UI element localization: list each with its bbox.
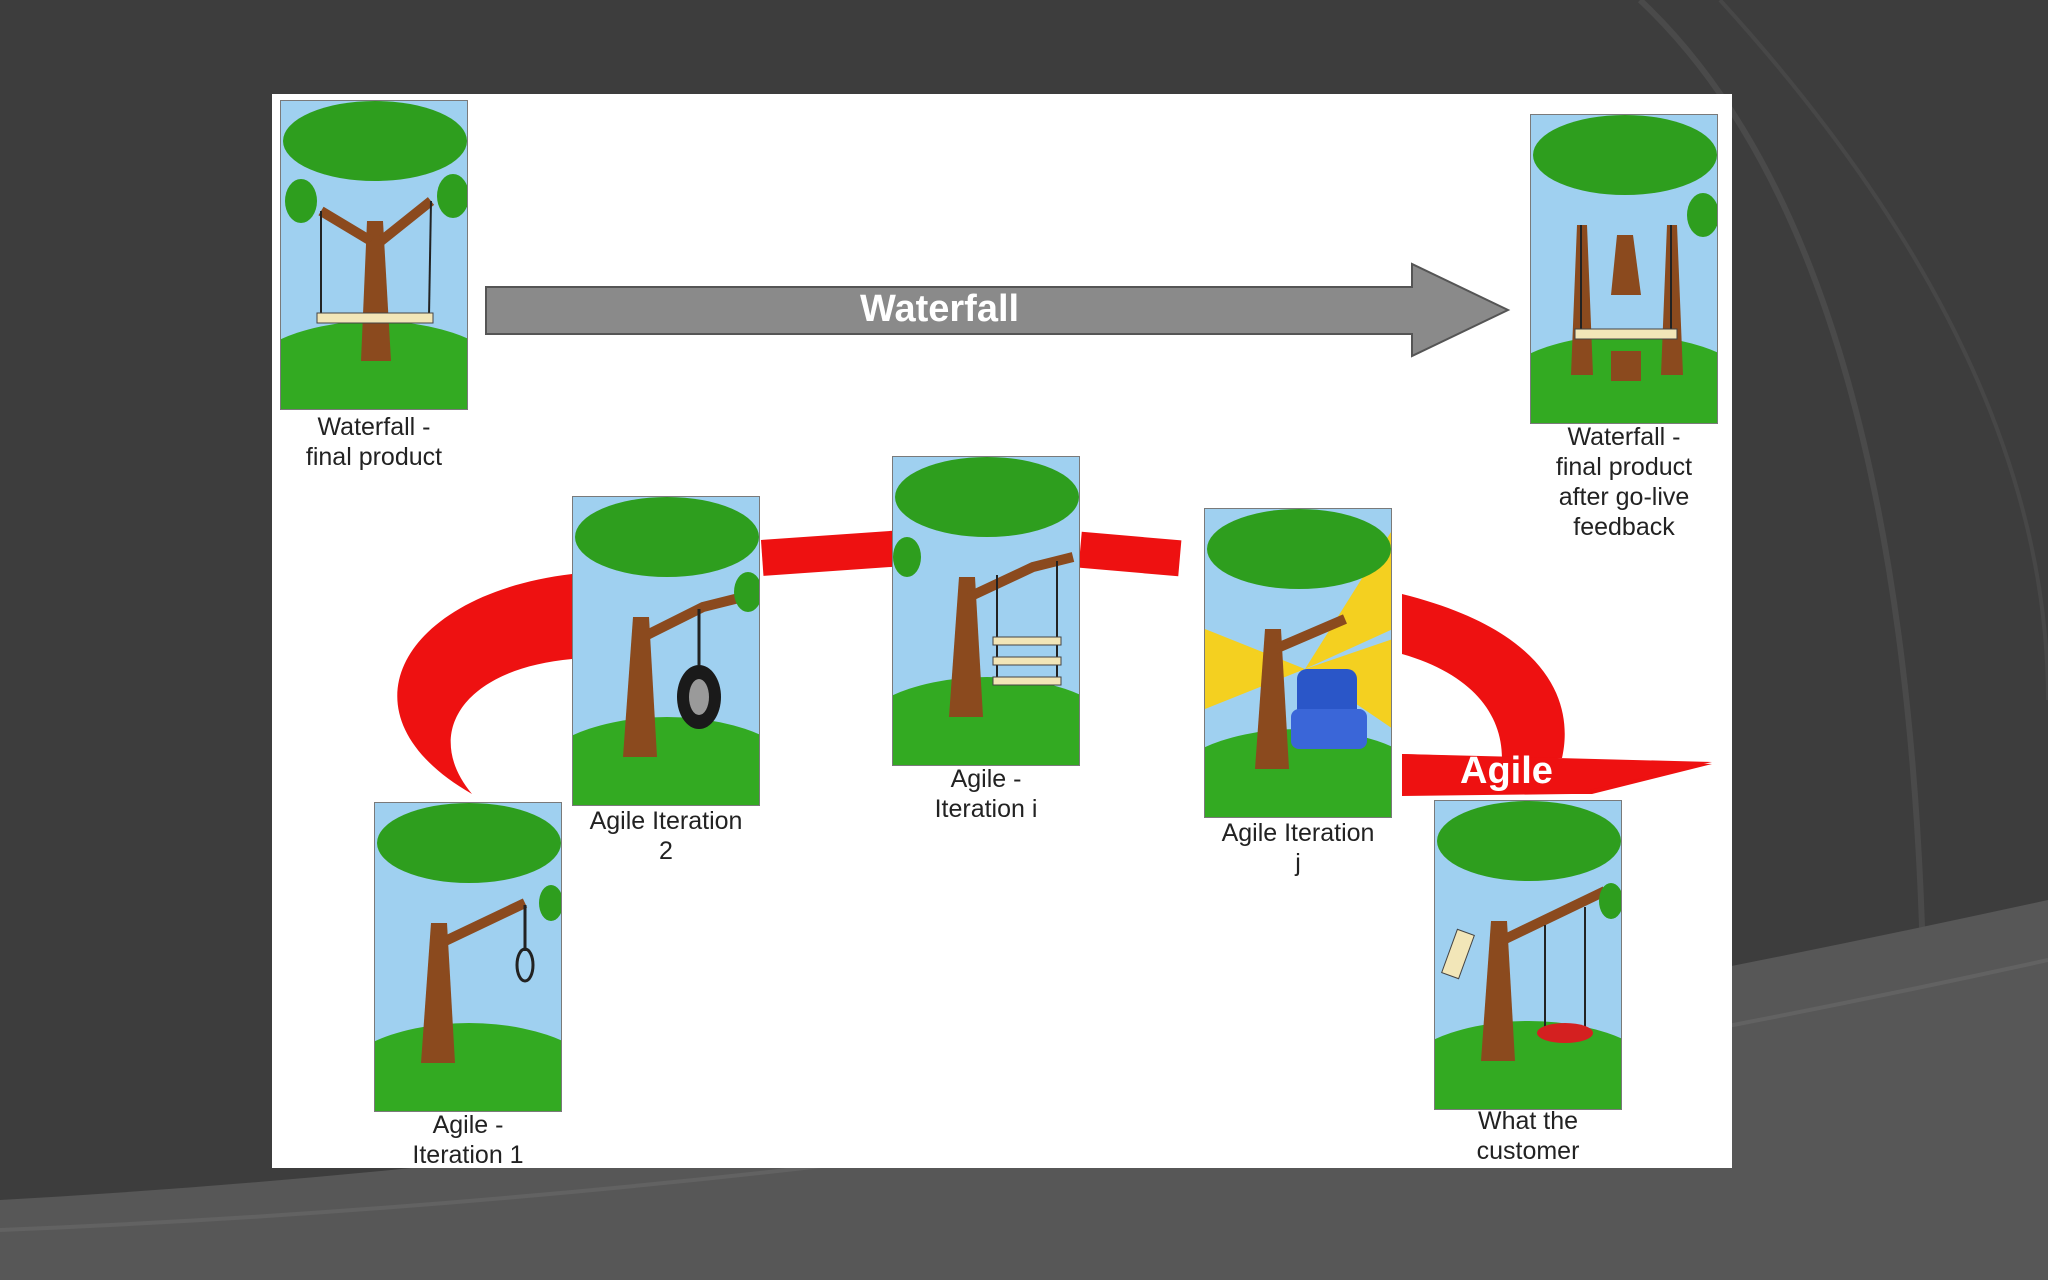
panel-what-the-customer (1434, 800, 1622, 1110)
caption-waterfall-feedback: Waterfall - final product after go-live … (1524, 422, 1724, 542)
agile-label: Agile (1460, 750, 1553, 792)
caption-line: customer (1476, 1137, 1580, 1165)
caption-line: after go-live (1558, 483, 1690, 511)
caption-agile-iteration-1: Agile - Iteration 1 (368, 1110, 568, 1168)
caption-line: feedback (1573, 513, 1675, 541)
waterfall-label: Waterfall (860, 288, 1020, 330)
noose-icon (375, 803, 561, 1111)
tree-swing-icon (1531, 115, 1717, 423)
caption-waterfall-final: Waterfall - final product (274, 412, 474, 472)
caption-line: Waterfall - (1567, 423, 1681, 451)
caption-line: j (1295, 849, 1301, 877)
caption-line: What the (1477, 1107, 1579, 1135)
agile-arc-seg2 (760, 528, 934, 576)
panel-agile-iteration-j (1204, 508, 1392, 818)
panel-agile-iteration-1 (374, 802, 562, 1112)
caption-what-the-customer: What the customer (1428, 1106, 1628, 1166)
caption-line: Agile - (950, 765, 1022, 793)
agile-arc-seg3 (1078, 531, 1182, 577)
tree-swing-icon (281, 101, 467, 409)
tire-swing-icon (573, 497, 759, 805)
caption-line: Iteration i (934, 795, 1038, 823)
caption-line: Iteration 1 (412, 1141, 524, 1168)
caption-line: final product (305, 443, 443, 471)
panel-agile-iteration-2 (572, 496, 760, 806)
caption-agile-iteration-2: Agile Iteration 2 (566, 806, 766, 866)
agile-arc-left (397, 574, 572, 794)
caption-line: 2 (659, 837, 673, 865)
panel-waterfall-feedback (1530, 114, 1718, 424)
diagram-slide: Waterfall Agile Waterfall - final produc… (272, 94, 1732, 1168)
caption-line: Agile Iteration (1221, 819, 1375, 847)
caption-agile-iteration-i: Agile - Iteration i (886, 764, 1086, 824)
ladder-swing-icon (893, 457, 1079, 765)
tree-swing-icon (1435, 801, 1621, 1109)
caption-line: Agile - (432, 1111, 504, 1139)
caption-line: Agile Iteration (589, 807, 743, 835)
arrows-layer (397, 262, 1712, 814)
armchair-icon (1205, 509, 1391, 817)
agile-arc-right (1402, 594, 1565, 758)
waterfall-arrow (485, 262, 1511, 358)
panel-agile-iteration-i (892, 456, 1080, 766)
caption-line: final product (1555, 453, 1693, 481)
caption-line: Waterfall - (317, 413, 431, 441)
panel-waterfall-final (280, 100, 468, 410)
caption-agile-iteration-j: Agile Iteration j (1198, 818, 1398, 878)
